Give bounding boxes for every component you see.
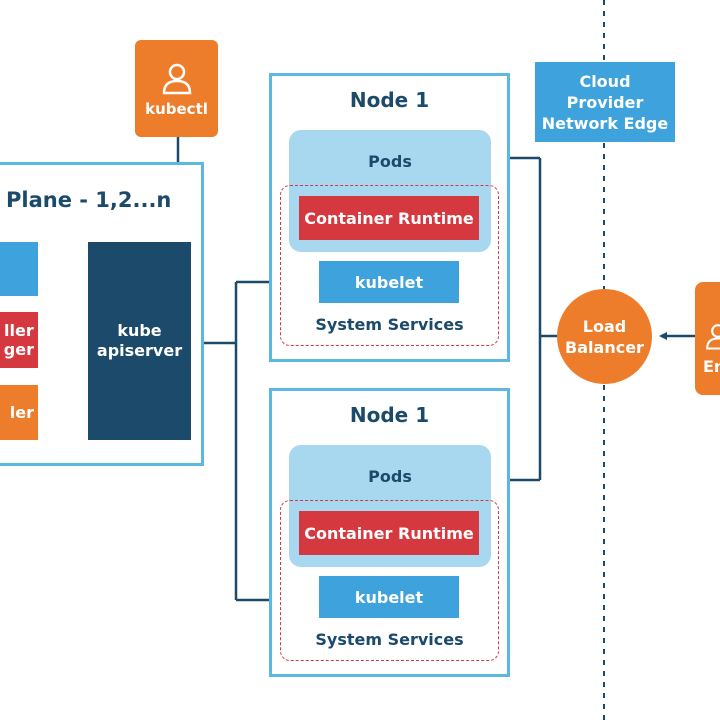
system-services-label: System Services: [315, 315, 464, 334]
system-services-label: System Services: [315, 630, 464, 649]
end-user-box[interactable]: En: [695, 282, 720, 395]
control-plane-title: Plane - 1,2...n: [6, 188, 172, 212]
kubelet[interactable]: kubelet: [319, 261, 459, 303]
etcd-box[interactable]: [0, 242, 38, 296]
controller-manager-box[interactable]: ller ger: [0, 312, 38, 368]
kube-apiserver[interactable]: kube apiserver: [88, 242, 191, 440]
pods-label: Pods: [368, 467, 412, 486]
node-title: Node 1: [349, 403, 430, 427]
system-services-group: [280, 185, 499, 346]
node-title: Node 1: [349, 88, 430, 112]
system-services-group: [280, 500, 499, 661]
container-runtime[interactable]: Container Runtime: [299, 511, 479, 555]
load-balancer[interactable]: Load Balancer: [557, 289, 652, 384]
pods-label: Pods: [368, 152, 412, 171]
scheduler-box[interactable]: ler: [0, 385, 38, 440]
end-user-label: En: [703, 357, 720, 376]
cloud-provider-network-edge: Cloud Provider Network Edge: [535, 62, 675, 142]
user-icon: [162, 63, 191, 94]
container-runtime[interactable]: Container Runtime: [299, 196, 479, 240]
kubectl-box[interactable]: kubectl: [135, 40, 218, 137]
kubelet[interactable]: kubelet: [319, 576, 459, 618]
user-icon: [706, 324, 720, 350]
kubectl-label: kubectl: [145, 99, 208, 118]
